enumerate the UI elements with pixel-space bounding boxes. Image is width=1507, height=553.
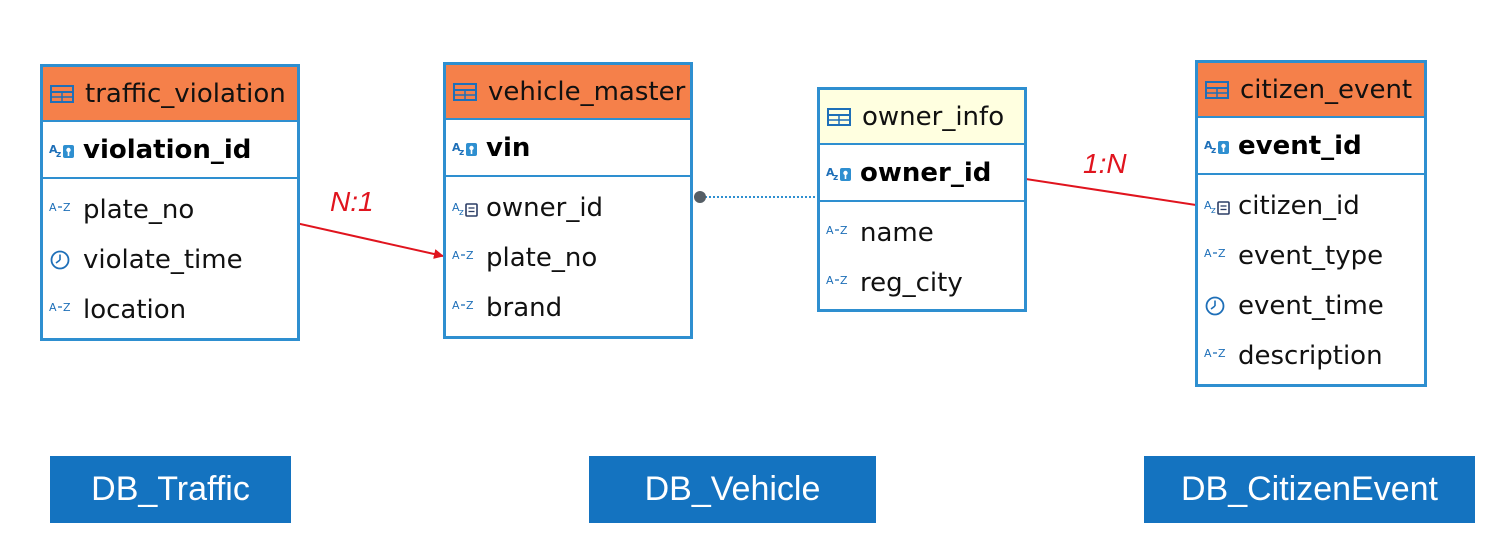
table-owner-info[interactable]: owner_info A z owner_id A Z name A Z	[817, 87, 1027, 312]
text-column-icon: A Z	[826, 224, 848, 237]
column-name: violation_id	[83, 134, 252, 165]
primary-key-row[interactable]: A z owner_id	[820, 145, 1024, 202]
column-row[interactable]: A Z plate_no	[43, 185, 297, 235]
svg-text:Z: Z	[466, 299, 474, 312]
database-label-traffic: DB_Traffic	[50, 456, 291, 523]
svg-text:Z: Z	[1218, 347, 1226, 360]
svg-text:A: A	[1204, 199, 1212, 212]
column-name: event_time	[1238, 291, 1384, 321]
relation-vehicle-owner-endpoint	[694, 191, 706, 203]
cardinality-label-n-1: N:1	[330, 186, 374, 217]
svg-text:A: A	[826, 224, 834, 237]
svg-text:Z: Z	[840, 224, 848, 237]
svg-text:A: A	[452, 299, 460, 312]
svg-text:A: A	[1204, 347, 1212, 360]
svg-text:A: A	[826, 274, 834, 287]
svg-text:A: A	[1204, 247, 1212, 260]
clock-icon	[50, 250, 70, 270]
primary-key-row[interactable]: A z event_id	[1198, 118, 1424, 175]
column-name: owner_id	[486, 193, 604, 223]
table-header[interactable]: traffic_violation	[43, 67, 297, 122]
svg-text:z: z	[459, 208, 464, 218]
svg-text:Z: Z	[1218, 247, 1226, 260]
column-row[interactable]: A Z name	[820, 208, 1024, 258]
column-row[interactable]: A Z plate_no	[446, 233, 690, 283]
column-name: citizen_id	[1238, 191, 1360, 221]
svg-text:A: A	[826, 166, 835, 179]
column-name: location	[83, 295, 187, 325]
foreign-key-icon: A z	[452, 201, 478, 218]
svg-text:A: A	[452, 141, 461, 154]
column-row[interactable]: A z owner_id	[446, 183, 690, 233]
text-column-icon: A Z	[1204, 347, 1226, 360]
column-name: owner_id	[860, 157, 992, 188]
relation-citizen-owner-line	[999, 171, 1223, 210]
column-name: name	[860, 218, 934, 248]
text-column-icon: A Z	[826, 274, 848, 287]
svg-text:z: z	[56, 150, 61, 160]
svg-text:A: A	[49, 143, 58, 156]
table-header[interactable]: owner_info	[820, 90, 1024, 145]
column-name: description	[1238, 341, 1383, 371]
text-column-icon: A Z	[452, 299, 474, 312]
table-header[interactable]: vehicle_master	[446, 65, 690, 120]
table-traffic-violation[interactable]: traffic_violation A z violation_id A Z p…	[40, 64, 300, 341]
table-title: owner_info	[862, 101, 1005, 132]
table-grid-icon	[50, 84, 74, 103]
cardinality-label-1-n: 1:N	[1083, 148, 1127, 179]
svg-text:A: A	[49, 201, 57, 214]
text-column-icon: A Z	[49, 201, 71, 214]
column-row[interactable]: A Z description	[1198, 331, 1424, 381]
table-title: traffic_violation	[85, 78, 286, 109]
key-column-icon: A z	[49, 143, 74, 160]
column-row[interactable]: A Z location	[43, 285, 297, 335]
column-row[interactable]: A Z brand	[446, 283, 690, 333]
svg-text:z: z	[833, 173, 838, 183]
column-name: brand	[486, 293, 563, 323]
svg-text:A: A	[49, 301, 57, 314]
svg-text:Z: Z	[63, 201, 71, 214]
table-citizen-event[interactable]: citizen_event A z event_id A z citizen_i…	[1195, 60, 1427, 387]
column-row[interactable]: A Z event_type	[1198, 231, 1424, 281]
primary-key-row[interactable]: A z vin	[446, 120, 690, 177]
primary-key-row[interactable]: A z violation_id	[43, 122, 297, 179]
text-column-icon: A Z	[1204, 247, 1226, 260]
key-column-icon: A z	[826, 166, 851, 183]
column-name: vin	[486, 132, 531, 163]
text-column-icon: A Z	[452, 249, 474, 262]
key-column-icon: A z	[1204, 139, 1229, 156]
column-name: reg_city	[860, 268, 963, 298]
table-title: citizen_event	[1240, 74, 1413, 105]
svg-text:Z: Z	[63, 301, 71, 314]
column-row[interactable]: A z citizen_id	[1198, 181, 1424, 231]
svg-text:A: A	[452, 249, 460, 262]
column-row[interactable]: violate_time	[43, 235, 297, 285]
database-label-vehicle: DB_Vehicle	[589, 456, 876, 523]
svg-text:A: A	[452, 201, 460, 214]
table-grid-icon	[1205, 80, 1229, 99]
column-name: violate_time	[83, 245, 243, 275]
column-name: plate_no	[83, 195, 195, 225]
column-row[interactable]: event_time	[1198, 281, 1424, 331]
column-name: plate_no	[486, 243, 598, 273]
svg-text:z: z	[459, 148, 464, 158]
svg-text:Z: Z	[466, 249, 474, 262]
clock-icon	[1205, 296, 1225, 316]
column-row[interactable]: A Z reg_city	[820, 258, 1024, 308]
database-label-citizen-event: DB_CitizenEvent	[1144, 456, 1475, 523]
svg-text:z: z	[1211, 146, 1216, 156]
table-grid-icon	[827, 107, 851, 126]
table-vehicle-master[interactable]: vehicle_master A z vin A z owner_id A	[443, 62, 693, 339]
foreign-key-icon: A z	[1204, 199, 1230, 216]
svg-text:Z: Z	[840, 274, 848, 287]
column-name: event_type	[1238, 241, 1384, 271]
svg-text:A: A	[1204, 139, 1213, 152]
text-column-icon: A Z	[49, 301, 71, 314]
svg-text:z: z	[1211, 206, 1216, 216]
column-name: event_id	[1238, 130, 1362, 161]
key-column-icon: A z	[452, 141, 477, 158]
table-header[interactable]: citizen_event	[1198, 63, 1424, 118]
table-title: vehicle_master	[488, 76, 686, 107]
table-grid-icon	[453, 82, 477, 101]
